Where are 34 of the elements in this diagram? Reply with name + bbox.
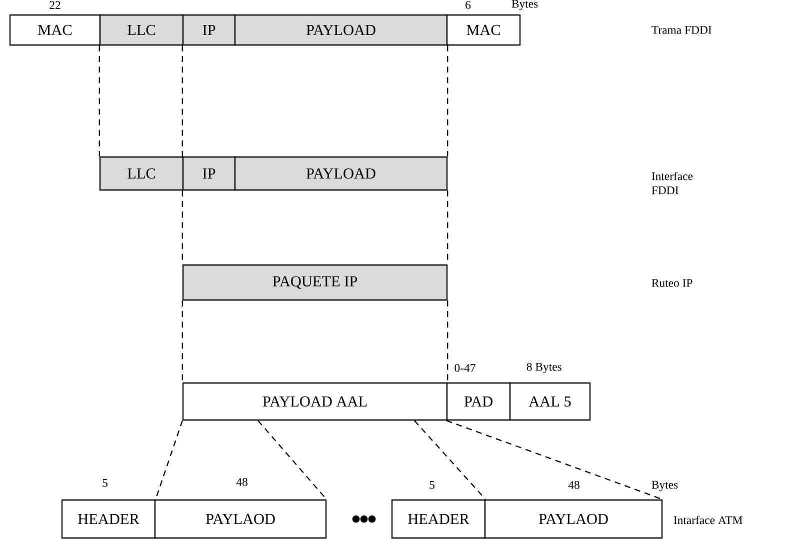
row-caption: Interface FDDI — [652, 172, 693, 194]
packet-field: PAYLAOD — [154, 499, 327, 539]
projection-line — [182, 300, 183, 382]
projection-line — [182, 46, 183, 156]
packet-field: LLC — [99, 156, 184, 191]
row-caption: Trama FDDI — [652, 26, 712, 34]
byte-count: Bytes — [652, 480, 678, 492]
packet-field: IP — [182, 156, 236, 191]
byte-count: 0-47 — [454, 364, 476, 372]
packet-field: IP — [182, 14, 236, 46]
packet-field: HEADER — [391, 499, 486, 539]
byte-count: 8 Bytes — [526, 362, 562, 374]
projection-line — [447, 46, 448, 156]
byte-count: Bytes — [512, 0, 538, 10]
projection-line — [258, 420, 328, 500]
row-caption: Ruteo IP — [652, 279, 692, 287]
byte-count: 6 — [466, 1, 471, 9]
packet-field: HEADER — [61, 499, 156, 539]
byte-count: 48 — [568, 481, 580, 489]
byte-count: 48 — [236, 478, 248, 486]
packet-field: AAL 5 — [509, 382, 591, 421]
packet-field: LLC — [99, 14, 184, 46]
projection-line — [98, 46, 100, 156]
projection-line — [446, 420, 663, 500]
byte-count: 5 — [430, 481, 434, 489]
packet-field: PAYLAOD — [484, 499, 663, 539]
projection-line — [414, 420, 486, 500]
packet-field: PAD — [446, 382, 511, 421]
byte-count: 5 — [102, 479, 108, 487]
packet-field: PAQUETE IP — [182, 264, 448, 301]
row-caption: Intarface ATM — [674, 516, 742, 524]
packet-field: MAC — [9, 14, 101, 46]
packet-field: MAC — [446, 14, 521, 46]
projection-line — [447, 300, 448, 382]
